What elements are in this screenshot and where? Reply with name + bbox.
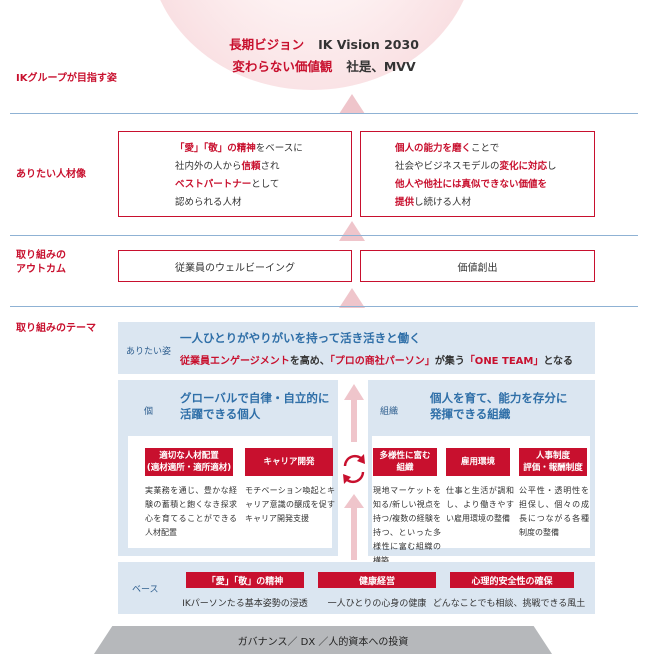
ideal-state-subtitle: 従業員エンゲージメントを高め、「プロの商社パーソン」が集う「ONE TEAM」と…	[180, 352, 573, 367]
individual-title: グローバルで自律・自立的に 活躍できる個人	[180, 391, 330, 421]
ideal-left-line: 「愛」「敬」の精神をベースに	[175, 140, 303, 158]
base-desc-health: 一人ひとりの心身の健康	[327, 599, 427, 609]
chip-employment: 雇用環境	[446, 448, 510, 476]
divider-3	[10, 306, 638, 307]
outcome-left: 従業員のウェルビーイング	[175, 262, 295, 274]
ideal-left-text: をベースに	[255, 143, 303, 154]
base-desc-spirit: IKパーソンたる基本姿勢の浸透	[182, 599, 308, 609]
ideal-sub-highlight: 従業員エンゲージメント	[180, 356, 290, 367]
ideal-right-highlight: 個人の能力を磨く	[395, 143, 472, 154]
base-tag: ベース	[132, 585, 159, 595]
up-arrow-3	[339, 288, 365, 308]
growth-arrow-graphic	[343, 384, 365, 560]
lower-arrow-head	[344, 494, 364, 508]
divider-1	[10, 113, 638, 114]
desc-diversity: 現地マーケットを知る/新しい視点を持つ/複数の経験を持つ、といった多様性に富む組…	[373, 486, 441, 565]
cycle-arrowhead-bottom	[343, 474, 351, 484]
vision-line-2: 変わらない価値観社是、MVV	[232, 59, 416, 74]
ideal-state-panel: ありたい姿 一人ひとりがやりがいを持って活き活きと働く 従業員エンゲージメントを…	[118, 322, 595, 374]
ideal-right-highlight: 他人や他社には真似できない価値を	[395, 179, 548, 190]
chip-staffing: 適切な人材配置 (適材適所・適所適材)	[145, 448, 233, 476]
foundation-bar: ガバナンス／ DX ／人的資本への投資	[94, 626, 552, 654]
ideal-left-highlight: ベストパートナー	[175, 179, 252, 190]
base-chip-health: 健康経営	[318, 572, 436, 588]
base-chip-spirit: 「愛」「敬」の精神	[186, 572, 304, 588]
chip-hr-system: 人事制度 評価・報酬制度	[519, 448, 587, 476]
chip-diversity: 多様性に富む 組織	[373, 448, 437, 476]
upper-arrow-shaft	[351, 398, 357, 442]
label-outcome: 取り組みの アウトカム	[16, 250, 66, 275]
desc-employment: 仕事と生活が調和し、より働きやすい雇用環境の整備	[446, 486, 514, 523]
chip-career: キャリア開発	[245, 448, 333, 476]
lower-arrow-shaft	[351, 506, 357, 560]
ideal-sub-highlight: 「プロの商社パーソン」	[329, 356, 435, 367]
outcome-box-left: 従業員のウェルビーイング	[118, 250, 352, 282]
up-arrow-1	[339, 94, 365, 114]
cycle-arc-top	[343, 454, 363, 467]
ideal-right-line: 個人の能力を磨くことで	[395, 140, 557, 158]
ideal-state-title: 一人ひとりがやりがいを持って活き活きと働く	[180, 331, 421, 345]
ideal-right-line: 社会やビジネスモデルの変化に対応し	[395, 158, 557, 176]
org-tag: 組織	[380, 407, 399, 417]
divider-2	[10, 235, 638, 236]
ideal-right-highlight: 変化に対応	[499, 161, 548, 172]
base-desc-safety: どんなことでも相談、挑戦できる風土	[432, 599, 586, 609]
ideal-left-text: 「愛」「敬」の精神をベースに社内外の人から信頼されベストパートナーとして認められ…	[175, 140, 303, 212]
desc-career: モチベーション喚起とキャリア意識の醸成を促すキャリア開発支援	[245, 486, 335, 523]
individual-tag: 個	[144, 407, 154, 417]
ideal-right-line: 提供し続ける人材	[395, 194, 557, 212]
label-ideal: ありたい人材像	[16, 169, 86, 180]
desc-staffing: 実業務を通じ、豊かな経験の蓄積と飽くなき探求心を育てることができる人材配置	[145, 486, 237, 537]
ideal-right-text: し	[547, 161, 557, 172]
ideal-right-text: し続ける人材	[414, 197, 472, 208]
ideal-box-left: 「愛」「敬」の精神をベースに社内外の人から信頼されベストパートナーとして認められ…	[118, 131, 352, 217]
ideal-left-text: され	[260, 161, 280, 172]
ideal-left-text: として	[251, 179, 280, 190]
ideal-right-text: 社会やビジネスモデルの	[395, 161, 500, 172]
ideal-sub-text: が集う	[434, 356, 465, 367]
ideal-left-line: 社内外の人から信頼され	[175, 158, 303, 176]
ideal-sub-text: となる	[543, 356, 574, 367]
ideal-left-line: 認められる人材	[175, 194, 303, 212]
ideal-right-line: 他人や他社には真似できない価値を	[395, 176, 557, 194]
ideal-box-right: 個人の能力を磨くことで社会やビジネスモデルの変化に対応し他人や他社には真似できな…	[360, 131, 595, 217]
ideal-right-text: 個人の能力を磨くことで社会やビジネスモデルの変化に対応し他人や他社には真似できな…	[395, 140, 557, 212]
cycle-arc-bottom	[345, 471, 365, 484]
ideal-left-text: 社内外の人から	[175, 161, 242, 172]
ideal-right-text: ことで	[471, 143, 500, 154]
base-panel: ベース	[118, 562, 595, 614]
label-aim: IKグループが目指す姿	[16, 73, 117, 84]
outcome-box-right: 価値創出	[360, 250, 595, 282]
ideal-right-highlight: 提供	[395, 197, 415, 208]
outcome-right: 価値創出	[457, 262, 498, 274]
cycle-arrowhead-top	[357, 454, 365, 464]
ideal-left-text: 認められる人材	[175, 197, 242, 208]
ideal-sub-text: を高め、	[289, 356, 330, 367]
ideal-left-highlight: 「愛」「敬」の精神	[175, 143, 256, 154]
ideal-left-line: ベストパートナーとして	[175, 176, 303, 194]
label-theme: 取り組みのテーマ	[16, 323, 96, 334]
up-arrow-2	[339, 221, 365, 241]
org-title: 個人を育て、能力を存分に 発揮できる組織	[430, 391, 568, 421]
ideal-state-tag: ありたい姿	[126, 347, 172, 357]
ideal-left-highlight: 信頼	[241, 161, 261, 172]
desc-hr-system: 公平性・透明性を担保し、個々の成長につながる各種制度の整備	[519, 486, 589, 537]
ideal-sub-highlight: 「ONE TEAM」	[464, 356, 544, 367]
base-chip-safety: 心理的安全性の確保	[450, 572, 574, 588]
upper-arrow-head	[344, 384, 364, 400]
